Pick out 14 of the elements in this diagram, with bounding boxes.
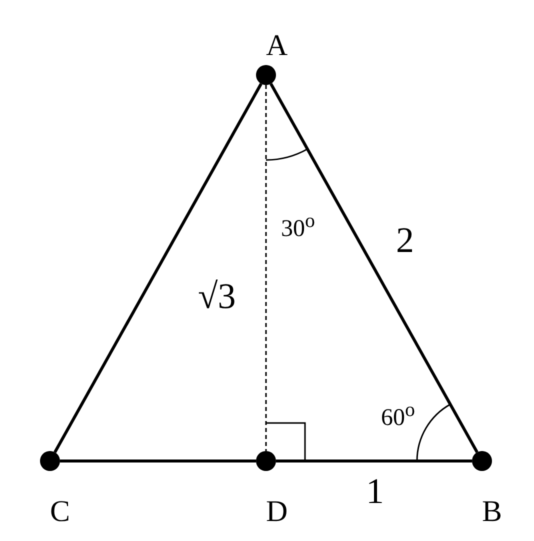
edge-label: 2 [396,222,414,258]
dashed-line [265,85,267,451]
point-label: B [482,497,502,527]
edge-label: 1 [366,473,384,509]
side-line [270,83,478,453]
side-line [54,83,262,453]
side-line [60,460,256,462]
point-label: D [266,497,288,527]
angle-label: 60$^{o}$ [381,400,415,430]
point-label: A [266,31,288,61]
angle-label: 30$^{o}$ [281,211,315,241]
side-line [276,460,472,462]
point-label: C [50,497,70,527]
edge-label: √3 [198,278,236,314]
